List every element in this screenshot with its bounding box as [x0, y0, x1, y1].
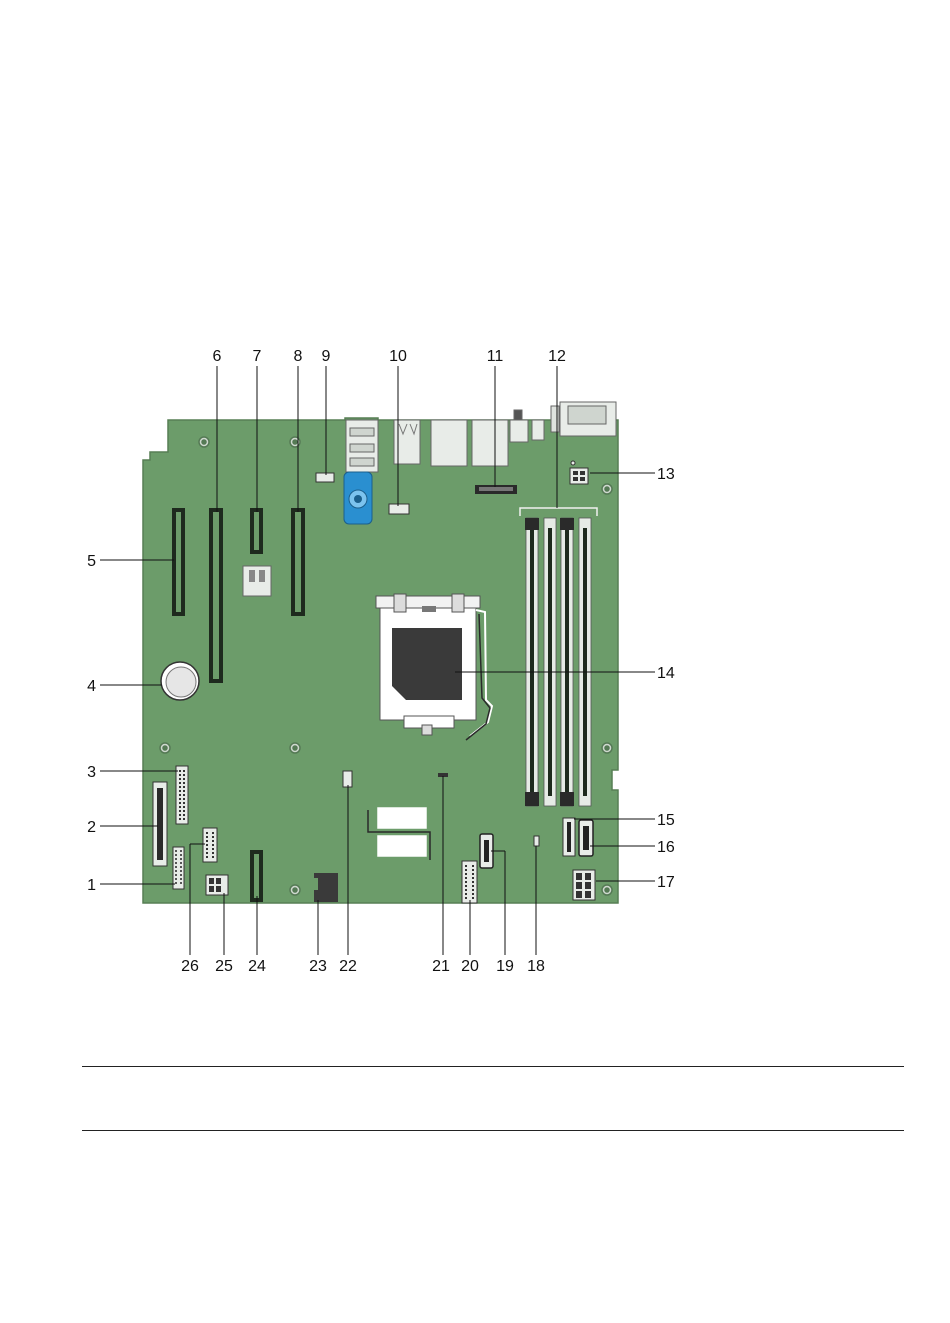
connector-2: [153, 782, 167, 866]
connector-26: [203, 828, 217, 862]
pcie-slot-5: [172, 508, 185, 616]
callout-1: 1: [87, 877, 96, 894]
connector-3: [176, 766, 188, 824]
callout-25: 25: [215, 958, 233, 975]
coin-cell-battery: [161, 662, 199, 700]
callout-11: 11: [487, 348, 504, 365]
pcie-slot-8: [291, 508, 305, 616]
slot-24: [250, 850, 263, 902]
callout-3: 3: [87, 764, 96, 781]
pcie-slot-7: [250, 508, 263, 554]
callout-14: 14: [657, 665, 675, 682]
callout-9: 9: [322, 348, 331, 365]
pcie-slot-6: [209, 508, 223, 683]
callout-7: 7: [253, 348, 262, 365]
connector-20: [462, 861, 477, 903]
callout-4: 4: [87, 678, 96, 695]
callout-21: 21: [432, 958, 450, 975]
connector-11-pins: [479, 487, 513, 491]
connector-22: [343, 771, 352, 787]
callout-24: 24: [248, 958, 266, 975]
jumper-18: [534, 836, 539, 846]
callout-22: 22: [339, 958, 357, 975]
callout-8: 8: [294, 348, 303, 365]
callout-10: 10: [389, 348, 407, 365]
callout-13: 13: [657, 466, 675, 483]
callout-5: 5: [87, 553, 96, 570]
usb-internal-connector: [243, 566, 271, 596]
callout-6: 6: [213, 348, 222, 365]
fan-connector: [316, 473, 334, 482]
callout-20: 20: [461, 958, 479, 975]
table-top-rule: [82, 1066, 904, 1067]
sata-connector-16: [579, 820, 593, 856]
connector-15: [563, 818, 575, 856]
callout-18: 18: [527, 958, 545, 975]
header-connector-10: [389, 504, 409, 514]
callout-16: 16: [657, 839, 675, 856]
callout-26: 26: [181, 958, 199, 975]
callout-12: 12: [548, 348, 566, 365]
callout-2: 2: [87, 819, 96, 836]
callout-23: 23: [309, 958, 327, 975]
power-connector-25: [206, 875, 228, 895]
table-header-rule: [82, 1130, 904, 1131]
callout-15: 15: [657, 812, 675, 829]
connector-1: [173, 847, 184, 889]
power-connector-17: [573, 870, 595, 900]
callout-19: 19: [496, 958, 514, 975]
processor-socket: [376, 594, 492, 740]
callout-17: 17: [657, 874, 675, 891]
blue-release-lever: [344, 472, 372, 524]
